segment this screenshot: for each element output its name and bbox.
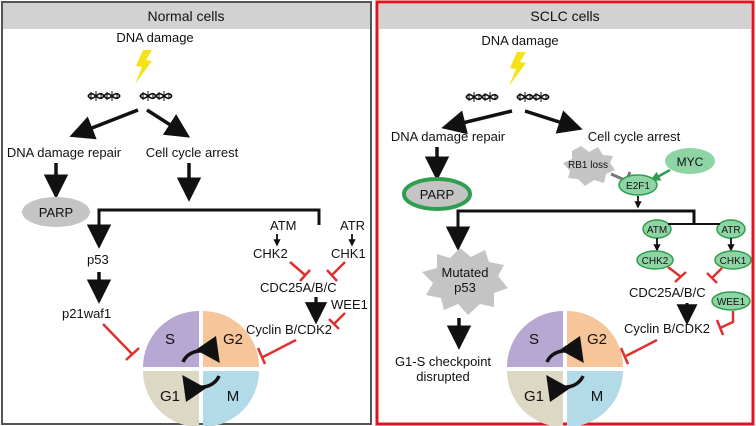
sclc-cells-panel: SCLC cells DNA damage DNA damage repair … — [375, 0, 755, 426]
p53-label: p53 — [87, 252, 109, 267]
inhibit-chk1-cdc25 — [331, 261, 346, 276]
inhibit-chk2-cdc25 — [289, 261, 306, 276]
sclc-arrow-to-arrest — [524, 109, 583, 134]
cyclin-label: Cyclin B/CDK2 — [246, 322, 332, 337]
sclc-cycle-arrow-top-icon — [545, 335, 584, 364]
lightning-icon — [135, 50, 152, 84]
mutated-label: Mutated — [442, 265, 489, 280]
phase-s-quadrant — [143, 311, 199, 367]
p21waf1-label: p21waf1 — [62, 306, 111, 321]
inhibit-bar-cyclin — [256, 347, 267, 365]
wee1-label: WEE1 — [331, 297, 368, 312]
sclc-cdc25-label: CDC25A/B/C — [629, 285, 706, 300]
inhibit-wee1-cyclin — [333, 312, 346, 325]
myc-node — [665, 148, 715, 174]
sclc-atm-label: ATM — [647, 225, 667, 236]
inhibit-bar-chk1 — [326, 269, 338, 282]
sclc-inhibit-cyclin-cycle — [625, 338, 658, 358]
g1s-checkpoint-label: G1-S checkpoint — [395, 354, 491, 369]
sclc-pathway-bracket — [456, 209, 696, 238]
sclc-arrow-to-repair — [441, 109, 513, 135]
e2f1-label: E2F1 — [626, 181, 650, 192]
cdc25-label: CDC25A/B/C — [260, 280, 337, 295]
pathway-bracket — [97, 208, 321, 234]
chk1-label: CHK1 — [331, 246, 366, 261]
sclc-chk1-node — [714, 250, 752, 270]
sclc-parp-node — [402, 177, 472, 211]
inhibit-bar-p21 — [125, 347, 140, 361]
inhibit-bar-chk2 — [299, 269, 311, 282]
arrow-to-arrest — [146, 108, 191, 138]
sclc-inhibit-wee1-cyclin — [719, 311, 735, 330]
sclc-phase-s-quadrant — [507, 311, 563, 367]
phase-s-label: S — [165, 331, 175, 348]
cycle-arrow-bottom-icon — [182, 374, 221, 403]
phase-g1-label: G1 — [160, 388, 180, 405]
phase-m-label: M — [227, 388, 240, 405]
sclc-dna-damage-label: DNA damage — [481, 33, 558, 48]
sclc-inhibit-bar-chk1 — [706, 272, 718, 284]
cycle-arrow-top-icon — [181, 335, 220, 364]
sclc-inhibit-bar-chk2 — [674, 271, 687, 283]
sclc-wee1-label: WEE1 — [717, 297, 746, 308]
cell-cycle-arrest-label: Cell cycle arrest — [146, 145, 239, 160]
sclc-parp-label: PARP — [420, 187, 454, 202]
sclc-chk2-label: CHK2 — [642, 256, 669, 267]
parp-label: PARP — [39, 205, 73, 220]
sclc-panel-header — [379, 4, 751, 29]
sclc-atr-label: ATR — [721, 225, 740, 236]
sclc-wee1-node — [711, 291, 751, 311]
g1s-disrupted-label: disrupted — [416, 369, 469, 384]
rb1-loss-burst — [563, 146, 615, 186]
sclc-phase-g2-label: G2 — [587, 331, 607, 348]
sclc-cell-cycle-arrest-label: Cell cycle arrest — [588, 129, 681, 144]
cell-cycle-wheel: S G2 G1 M — [143, 311, 259, 426]
atr-label: ATR — [340, 218, 365, 233]
inhibit-bar-wee1 — [328, 318, 340, 330]
normal-cells-panel: Normal cells DNA damage DNA damage repai… — [1, 1, 372, 426]
sclc-inhibit-chk1-cdc25 — [711, 267, 723, 279]
phase-m-quadrant — [203, 371, 259, 426]
chk2-label: CHK2 — [253, 246, 288, 261]
sclc-panel-title: SCLC cells — [530, 8, 599, 24]
parp-node — [22, 197, 90, 227]
sclc-phase-g1-label: G1 — [524, 388, 544, 405]
sclc-chk1-label: CHK1 — [720, 256, 747, 267]
mutated-p53-burst — [422, 248, 508, 315]
sclc-phase-s-label: S — [529, 331, 539, 348]
arrow-to-repair — [69, 108, 139, 140]
normal-panel-title: Normal cells — [147, 8, 224, 24]
rb1-loss-label: RB1 loss — [568, 160, 608, 171]
sclc-inhibit-bar-wee1 — [715, 319, 725, 336]
sclc-cell-cycle-wheel: S G2 G1 M — [507, 311, 623, 426]
sclc-inhibit-bar-cyclin — [619, 347, 630, 365]
sclc-cycle-arrow-bottom-icon — [546, 374, 585, 403]
sclc-lightning-icon — [509, 52, 526, 86]
sclc-phase-m-label: M — [591, 388, 604, 405]
sclc-dna-repair-label: DNA damage repair — [391, 129, 506, 144]
mutated-p53-label: p53 — [454, 280, 476, 295]
sclc-phase-m-quadrant — [567, 371, 623, 426]
myc-label: MYC — [677, 155, 704, 169]
dna-repair-label: DNA damage repair — [7, 145, 122, 160]
inhibit-cyclin-cycle — [262, 338, 297, 359]
sclc-inhibit-chk2-cdc25 — [667, 266, 682, 278]
e2f1-node — [618, 174, 658, 196]
sclc-cyclin-label: Cyclin B/CDK2 — [624, 321, 710, 336]
phase-g2-label: G2 — [223, 331, 243, 348]
arrow-myc-e2f1 — [650, 168, 671, 182]
dna-damage-label: DNA damage — [116, 30, 193, 45]
normal-panel-header — [3, 3, 370, 29]
atm-label: ATM — [270, 218, 296, 233]
inhibit-p21-cycle — [102, 323, 134, 356]
sclc-chk2-node — [636, 250, 674, 270]
